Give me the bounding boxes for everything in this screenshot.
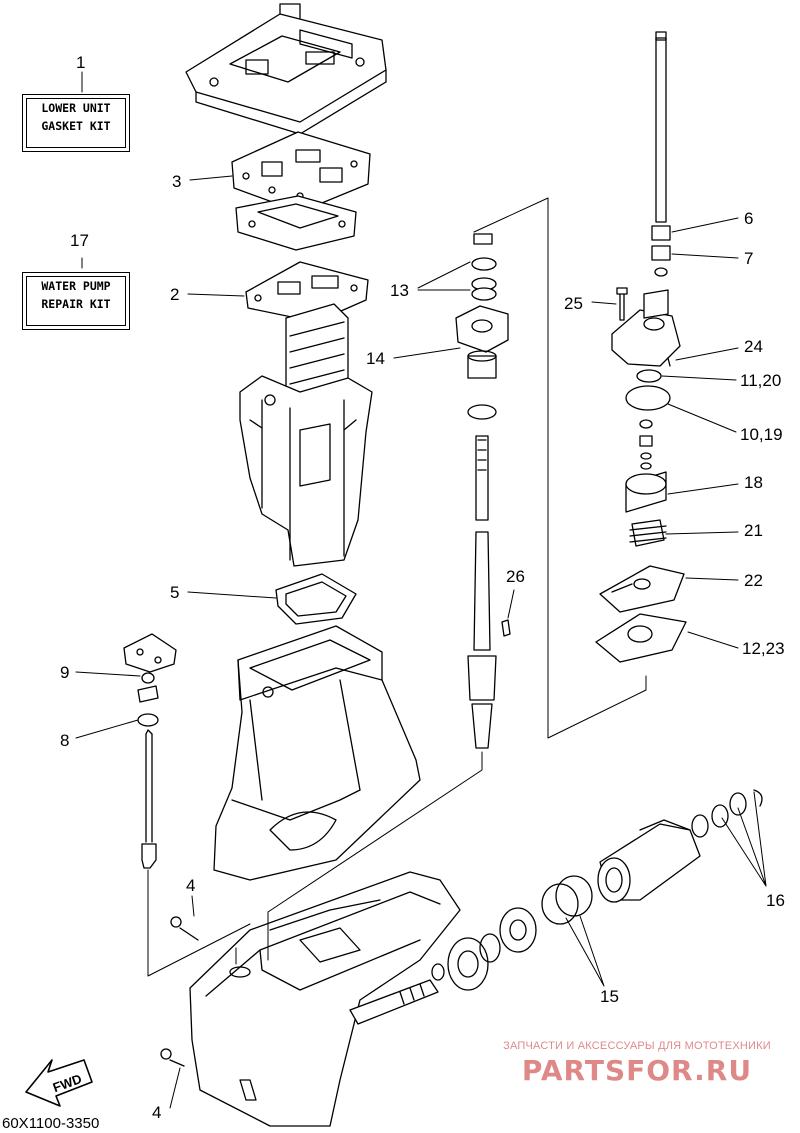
callout-25: 25 — [564, 294, 583, 313]
thrust-washer — [467, 404, 497, 420]
callout-18: 18 — [744, 473, 763, 492]
callout-6: 6 — [744, 209, 754, 228]
bolt-4-lower — [160, 1048, 185, 1067]
water-pump-housing-24 — [611, 289, 681, 367]
shift-rod — [141, 729, 157, 869]
watermark: ЗАПЧАСТИ И АКСЕССУАРЫ ДЛЯ МОТОТЕХНИКИ PA… — [487, 1040, 787, 1087]
impeller-housing-18 — [625, 471, 667, 513]
callout-16: 16 — [766, 891, 785, 910]
watermark-logo: PARTSFOR.RU — [521, 1054, 753, 1087]
callout-3: 3 — [172, 172, 182, 191]
callout-13: 13 — [390, 281, 409, 300]
callout-14: 14 — [366, 349, 385, 368]
callout-8: 8 — [60, 731, 70, 750]
kit-line2: REPAIR KIT — [41, 297, 111, 311]
callout-2: 2 — [170, 285, 180, 304]
gasket-3 — [231, 131, 371, 213]
callout-9: 9 — [60, 663, 70, 682]
pump-inserts — [639, 419, 653, 470]
bearing-14 — [467, 350, 497, 379]
propeller-shaft-housing — [597, 819, 701, 903]
diagram-part-number: 60X1100-3350 — [2, 1115, 100, 1132]
upper-mount-plate — [185, 3, 387, 135]
seal-9 — [137, 672, 159, 703]
kit-line1: LOWER UNIT — [41, 101, 111, 115]
drive-shaft — [467, 435, 497, 749]
shim-ring — [431, 933, 501, 981]
seal-10-19 — [625, 385, 671, 411]
callout-15: 15 — [600, 987, 619, 1006]
leader-lines — [75, 71, 767, 1109]
gasket-12-23 — [595, 613, 687, 663]
callout-7: 7 — [744, 249, 754, 268]
o-rings-15 — [541, 875, 593, 925]
callout-kit-1: 1 — [76, 53, 86, 72]
drive-shaft-housing — [213, 625, 421, 881]
callout-24: 24 — [744, 337, 763, 356]
callout-22: 22 — [744, 571, 763, 590]
bolt-4-upper — [170, 916, 199, 941]
outer-plate-cartridge-22 — [599, 565, 685, 613]
driveshaft-bearing-housing — [455, 305, 509, 353]
alignment-lines — [147, 197, 647, 977]
seal-5 — [275, 573, 357, 625]
o-ring-8 — [137, 713, 159, 727]
callout-5: 5 — [170, 583, 180, 602]
oil-seals-13 — [471, 233, 497, 301]
shift-rod-bracket — [123, 633, 177, 673]
grommet-7 — [651, 245, 671, 277]
water-pump-repair-kit-box: WATER PUMP REPAIR KIT — [22, 272, 130, 330]
lower-unit-gasket-kit-box: LOWER UNIT GASKET KIT — [22, 94, 130, 152]
bolt-25 — [616, 287, 628, 321]
callout-21: 21 — [744, 521, 763, 540]
propeller-shaft — [349, 979, 439, 1025]
upper-casing — [239, 303, 373, 567]
water-tube — [655, 31, 667, 223]
callout-4-upper: 4 — [186, 876, 196, 895]
tapered-bearing — [499, 907, 537, 953]
watermark-tagline: ЗАПЧАСТИ И АКСЕССУАРЫ ДЛЯ МОТОТЕХНИКИ — [503, 1040, 771, 1052]
callout-kit-17: 17 — [70, 231, 89, 250]
spacer-plate — [235, 195, 357, 251]
o-ring-11-20 — [636, 369, 662, 383]
callout-11-20: 11,20 — [740, 371, 782, 390]
oil-seals-16 — [691, 789, 763, 838]
fwd-arrow-icon — [25, 1059, 93, 1107]
forward-gear — [447, 937, 489, 991]
callout-4-lower: 4 — [152, 1103, 162, 1122]
callout-10-19: 10,19 — [740, 425, 783, 444]
kit-line1: WATER PUMP — [41, 279, 111, 293]
gear-case — [189, 871, 461, 1127]
impeller-21 — [629, 519, 667, 547]
grommet-6 — [651, 225, 671, 241]
kit-line2: GASKET KIT — [41, 119, 111, 133]
callout-12-23: 12,23 — [742, 639, 785, 658]
key-26 — [501, 619, 511, 637]
callout-26: 26 — [506, 567, 525, 586]
